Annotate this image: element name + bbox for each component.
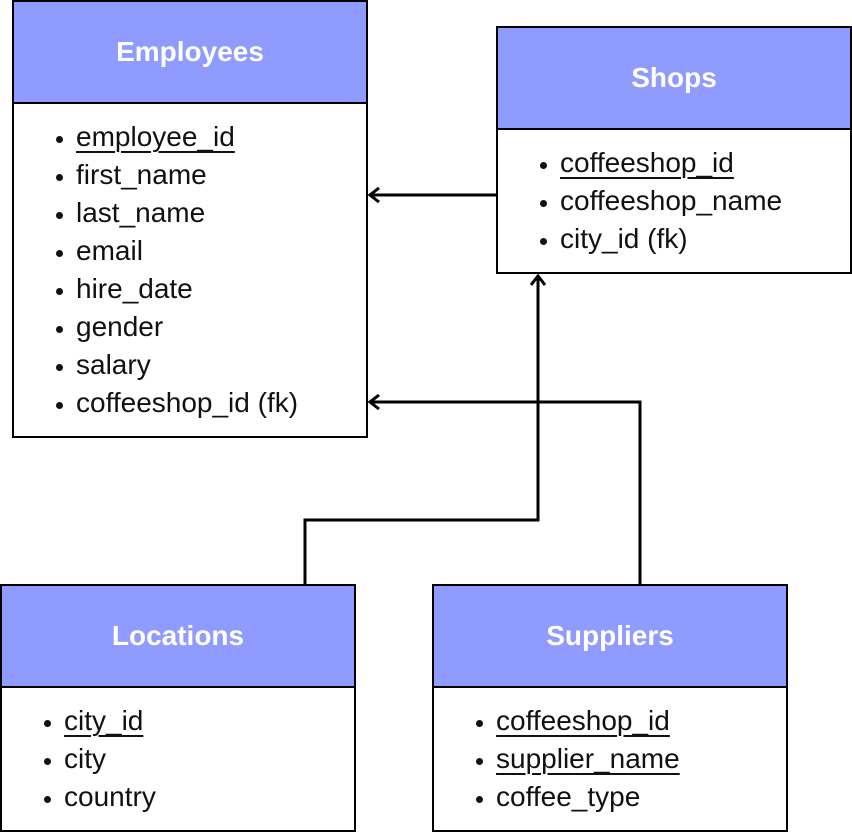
field-name: last_name (76, 197, 206, 228)
field-item: coffee_type (496, 778, 786, 816)
field-list: employee_id first_name last_nameemail hire_… (14, 104, 366, 422)
field-name: first_name (76, 159, 207, 190)
field-name: city (64, 743, 106, 774)
field-list: coffeeshop_id supplier_name coffee_type (434, 688, 786, 816)
field-name: hire_date (76, 273, 193, 304)
field-item: country (64, 778, 354, 816)
entity-title: Suppliers (434, 586, 786, 688)
primary-key-field: coffeeshop_id (496, 705, 670, 736)
field-item: city_id (64, 702, 354, 740)
field-item: last_name (76, 194, 366, 232)
field-list: city_idcity country (2, 688, 354, 816)
field-name: country (64, 781, 156, 812)
field-item: coffeeshop_id (560, 144, 850, 182)
field-item: hire_date (76, 270, 366, 308)
connector-suppliers-employees (370, 402, 642, 584)
entity-employees: Employees employee_id first_name last_name… (12, 0, 368, 438)
primary-key-field: employee_id (76, 121, 235, 152)
field-name: city_id (fk) (560, 223, 688, 254)
field-name: coffee_type (496, 781, 641, 812)
field-item: city_id (fk) (560, 220, 850, 258)
field-item: employee_id (76, 118, 366, 156)
field-item: supplier_name (496, 740, 786, 778)
field-item: city (64, 740, 354, 778)
field-item: coffeeshop_id (fk) (76, 384, 366, 422)
field-item: first_name (76, 156, 366, 194)
field-name: email (76, 235, 143, 266)
entity-suppliers: Suppliers coffeeshop_idsupplier_namecoff… (432, 584, 788, 832)
field-list: coffeeshop_id coffeeshop_name city_id (fk) (498, 130, 850, 258)
field-name: salary (76, 349, 151, 380)
field-name: coffeeshop_id (fk) (76, 387, 299, 418)
field-item: gender (76, 308, 366, 346)
entity-title: Shops (498, 28, 850, 130)
primary-key-field: coffeeshop_id (560, 147, 734, 178)
field-item: email (76, 232, 366, 270)
primary-key-field: city_id (64, 705, 144, 736)
field-name: coffeeshop_name (560, 185, 783, 216)
field-item: salary (76, 346, 366, 384)
field-item: coffeeshop_name (560, 182, 850, 220)
entity-locations: Locations city_idcity country (0, 584, 356, 832)
entity-shops: Shops coffeeshop_id coffeeshop_name city_i… (496, 26, 852, 274)
primary-key-field: supplier_name (496, 743, 680, 774)
field-item: coffeeshop_id (496, 702, 786, 740)
connector-locations-shops (303, 276, 538, 584)
entity-title: Employees (14, 2, 366, 104)
entity-title: Locations (2, 586, 354, 688)
field-name: gender (76, 311, 164, 342)
